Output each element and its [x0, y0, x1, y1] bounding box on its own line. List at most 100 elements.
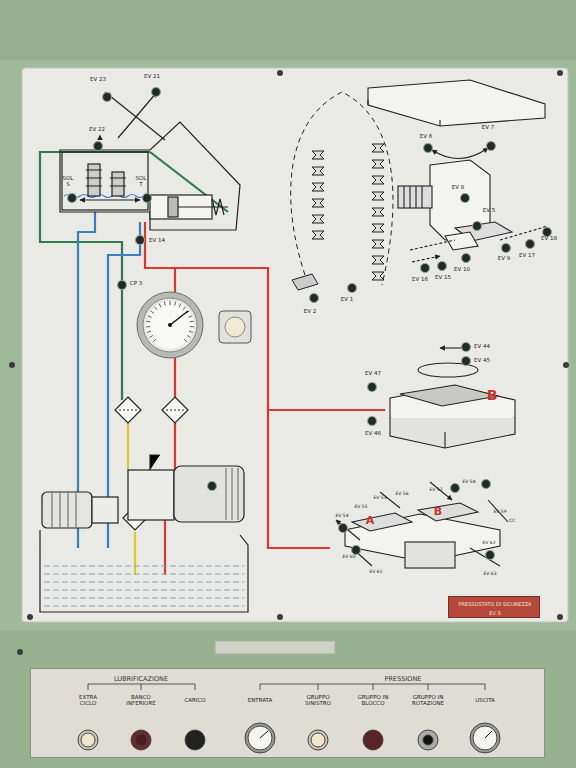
indicator-lamp — [352, 546, 361, 555]
valve-callout: SOL T — [135, 176, 147, 188]
tool-holder — [372, 208, 384, 216]
indicator-lamp — [486, 551, 495, 560]
valve-callout: EV 45 — [474, 358, 490, 364]
indicator-lamp — [94, 142, 103, 151]
valve-callout: EV 14 — [149, 238, 165, 244]
tool-holder — [312, 231, 324, 239]
indicator-lamp — [152, 88, 161, 97]
indicator-lamp — [136, 236, 145, 245]
control-label: USCITA — [475, 698, 495, 704]
tool-holder — [372, 192, 384, 200]
indicator-lamp — [208, 482, 217, 491]
indicator-lamp — [421, 264, 430, 273]
gauge-tick — [154, 307, 157, 310]
indicator-lamp — [487, 142, 496, 151]
indicator-lamp — [462, 357, 471, 366]
plate-text: EV 3 — [489, 610, 500, 616]
plate-text: PRESSIONE — [385, 675, 422, 683]
indicator-lamp — [424, 144, 433, 153]
control-label: CARICO — [184, 698, 205, 704]
table-letter: B — [434, 506, 442, 518]
gauge-tick — [190, 321, 194, 323]
control-label: ENTRATA — [248, 698, 273, 704]
rotary-table — [390, 348, 515, 448]
gauge-tick — [147, 331, 151, 332]
gauge-tick — [179, 304, 181, 308]
indicator-lamp — [482, 480, 491, 489]
tool-holder — [372, 256, 384, 264]
gauge-tick — [184, 339, 187, 342]
push-button — [219, 311, 251, 343]
valve-callout: EV 62 — [482, 541, 495, 546]
tool-holder — [312, 167, 324, 175]
valve-callout: EV 23 — [90, 77, 106, 83]
control-label: GRUPPO IN ROTAZIONE — [405, 695, 451, 707]
gauge-tick — [151, 311, 154, 313]
tool-holder — [312, 151, 324, 159]
indicator-lamp — [143, 194, 152, 203]
gauge-tick — [189, 331, 193, 332]
valve-callout: EV 55 — [354, 505, 367, 510]
plate-text: PRESSOSTATO DI SICUREZZA — [458, 601, 531, 607]
oil-tank — [40, 530, 248, 612]
work-tables — [336, 482, 508, 568]
gauge-tick — [148, 316, 152, 318]
tool-holder — [312, 183, 324, 191]
valve-callout: EV 60 — [342, 555, 355, 560]
indicator-lamp — [348, 284, 357, 293]
valve-callout: CP 3 — [130, 281, 142, 287]
gauge-tick — [146, 321, 150, 323]
indicator-lamp — [462, 254, 471, 263]
valve-callout: EV 46 — [365, 431, 381, 437]
table-letter: A — [366, 515, 375, 527]
valve-callout: EV 15 — [435, 275, 451, 281]
indicator-lamp — [473, 222, 482, 231]
valve-callout: EV 16 — [412, 277, 428, 283]
screw — [9, 70, 569, 655]
indicator-lamp — [118, 281, 127, 290]
plate-text: LUBRIFICAZIONE — [114, 675, 168, 683]
table-letter: B — [487, 388, 498, 403]
tool-holder — [372, 272, 384, 280]
tool-holder — [372, 240, 384, 248]
valve-callout: EV 21 — [144, 74, 160, 80]
indicator-lamp — [310, 294, 319, 303]
gauge-tick — [183, 307, 186, 310]
gauge-tick — [146, 326, 150, 327]
indicator-lamp — [339, 524, 348, 533]
gauge-tick — [153, 339, 156, 342]
valve-callout: EV 54 — [335, 514, 348, 519]
valve-callout: EV 9 — [498, 256, 511, 262]
indicator-lamp — [68, 88, 552, 560]
hydraulic-pipe — [40, 152, 385, 575]
gauge-tick — [150, 335, 153, 337]
valve-callout: EV 18 — [541, 236, 557, 242]
white-plate — [22, 68, 568, 654]
valve-callout: EV 59 — [493, 510, 506, 515]
valve-callout: EV 63 — [483, 572, 496, 577]
valve-callout: EV 8 — [452, 185, 465, 191]
tool-holder — [312, 215, 324, 223]
tool-holder — [372, 144, 384, 152]
gauge-tick — [164, 302, 166, 306]
indicator-lamp — [103, 93, 112, 102]
control-label: GRUPPO SINISTRO — [298, 695, 338, 707]
control-plate: LUBRIFICAZIONE PRESSIONE — [30, 668, 545, 758]
valve-callout: SOL S — [62, 176, 74, 188]
valve-callout: EV 44 — [474, 344, 490, 350]
indicator-lamp — [526, 240, 535, 249]
valve-callout: EV 56 — [395, 492, 408, 497]
valve-callout: EV 22 — [89, 127, 105, 133]
gauge-tick — [174, 302, 176, 306]
machine-head — [368, 80, 548, 262]
control-label: GRUPPO IN BLOCCO — [351, 695, 395, 707]
pressure-gauge — [137, 292, 203, 358]
valve-callout: EV 53 — [373, 496, 386, 501]
motor-pump — [42, 455, 244, 528]
tool-holder — [372, 160, 384, 168]
gauge-tick — [159, 304, 161, 308]
indicator-lamp — [462, 343, 471, 352]
valve-callout: EV 6 — [420, 134, 433, 140]
